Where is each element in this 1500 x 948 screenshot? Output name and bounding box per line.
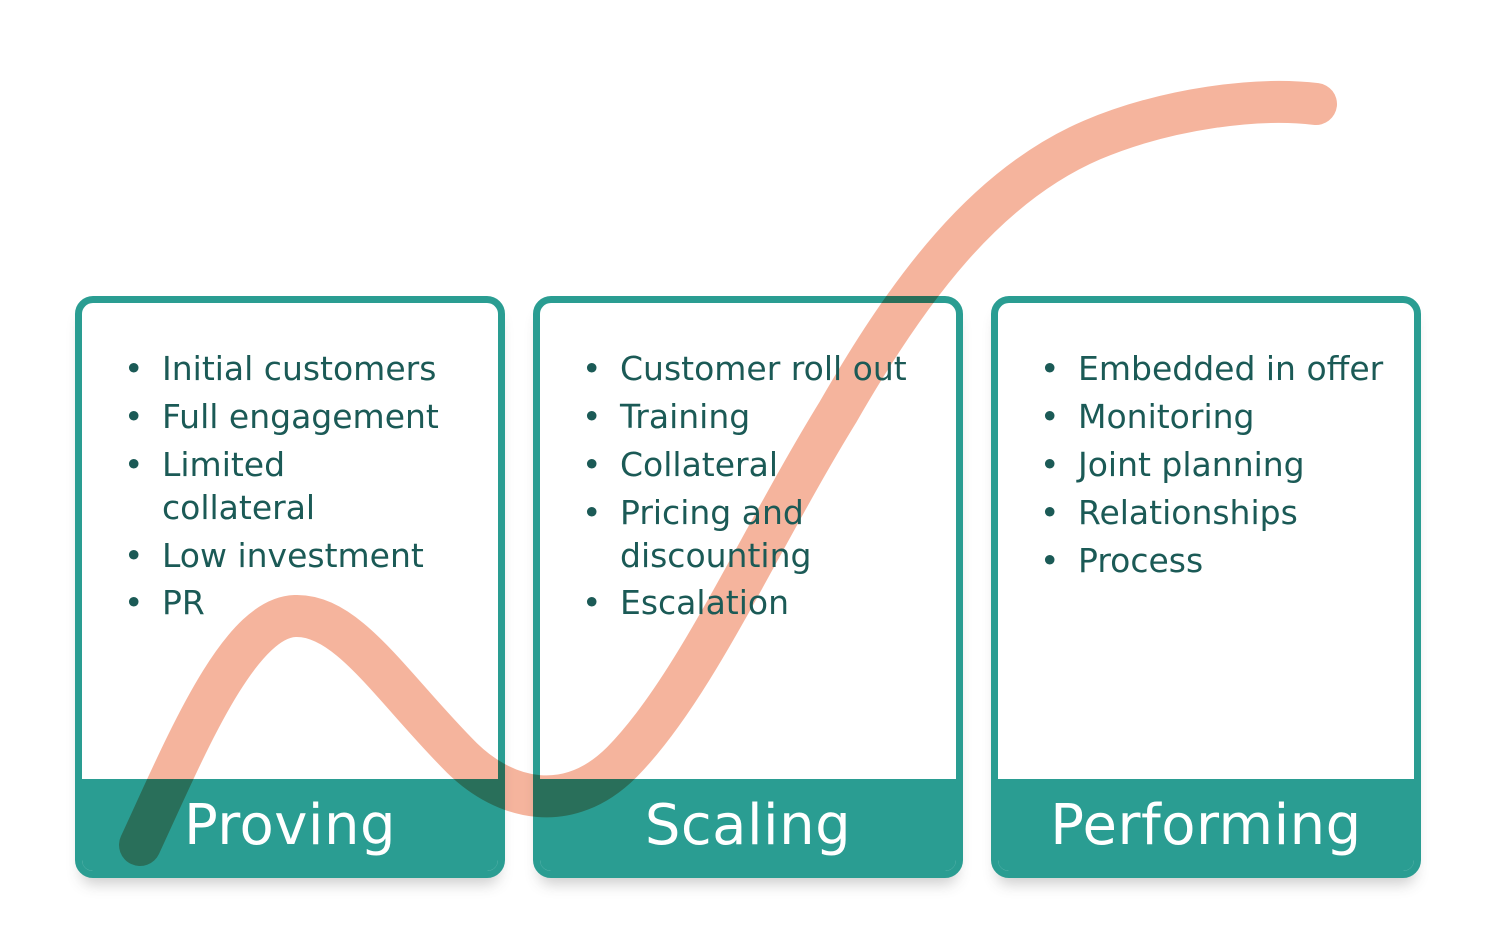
stage-label-proving: Proving (183, 792, 397, 858)
stage-content-performing: • Embedded in offer • Monitoring • Joint… (998, 303, 1414, 779)
list-item: • Process (1040, 540, 1400, 583)
list-item: • Training (582, 396, 942, 439)
bullet-icon: • (1040, 492, 1060, 532)
bullet-icon: • (582, 349, 602, 388)
bullet-icon: • (1040, 349, 1060, 388)
bullet-icon: • (1040, 396, 1060, 436)
stage-label-scaling: Scaling (644, 792, 852, 858)
list-item-text: Joint planning (1078, 444, 1305, 484)
bullet-icon: • (124, 583, 144, 623)
list-item: • Full engagement (124, 396, 484, 439)
stage-content-scaling: • Customer roll out • Training • Collate… (540, 303, 956, 779)
stage-card-performing: • Embedded in offer • Monitoring • Joint… (991, 296, 1421, 878)
list-item-text: Limited collateral (162, 444, 316, 527)
bullet-icon: • (582, 444, 602, 484)
list-item-text: Process (1078, 540, 1204, 580)
stage-band-proving: Proving (82, 779, 498, 871)
stage-content-proving: • Initial customers • Full engagement • … (82, 303, 498, 779)
stage-items-scaling: • Customer roll out • Training • Collate… (582, 348, 942, 625)
bullet-icon: • (124, 444, 144, 484)
stage-card-scaling: • Customer roll out • Training • Collate… (533, 296, 963, 878)
list-item-text: Embedded in offer (1078, 349, 1384, 388)
list-item: • Monitoring (1040, 396, 1400, 439)
list-item-text: PR (162, 583, 205, 623)
list-item-text: Escalation (620, 583, 790, 623)
list-item: • Initial customers (124, 348, 484, 391)
list-item-text: Customer roll out (620, 349, 907, 388)
stage-band-scaling: Scaling (540, 779, 956, 871)
list-item: • Pricing and discounting (582, 492, 942, 578)
bullet-icon: • (1040, 444, 1060, 484)
list-item-text: Pricing and discounting (620, 492, 812, 575)
list-item-text: Low investment (162, 535, 424, 575)
list-item-text: Initial customers (162, 349, 437, 388)
bullet-icon: • (124, 396, 144, 436)
list-item-text: Collateral (620, 444, 778, 484)
stage-label-performing: Performing (1050, 792, 1362, 858)
list-item: • Collateral (582, 444, 942, 487)
stage-card-proving: • Initial customers • Full engagement • … (75, 296, 505, 878)
bullet-icon: • (582, 492, 602, 532)
bullet-icon: • (124, 535, 144, 575)
list-item: • Escalation (582, 582, 942, 625)
stage-items-performing: • Embedded in offer • Monitoring • Joint… (1040, 348, 1400, 582)
list-item: • Embedded in offer (1040, 348, 1400, 391)
list-item-text: Full engagement (162, 396, 439, 436)
list-item: • Joint planning (1040, 444, 1400, 487)
list-item-text: Relationships (1078, 492, 1298, 532)
list-item: • Low investment (124, 535, 484, 578)
list-item-text: Training (620, 396, 751, 436)
list-item-text: Monitoring (1078, 396, 1255, 436)
bullet-icon: • (1040, 540, 1060, 580)
bullet-icon: • (124, 349, 144, 388)
bullet-icon: • (582, 396, 602, 436)
stage-band-performing: Performing (998, 779, 1414, 871)
list-item: • Customer roll out (582, 348, 942, 391)
list-item: • PR (124, 582, 484, 625)
stage-items-proving: • Initial customers • Full engagement • … (124, 348, 484, 625)
list-item: • Relationships (1040, 492, 1400, 535)
list-item: • Limited collateral (124, 444, 484, 530)
bullet-icon: • (582, 583, 602, 623)
